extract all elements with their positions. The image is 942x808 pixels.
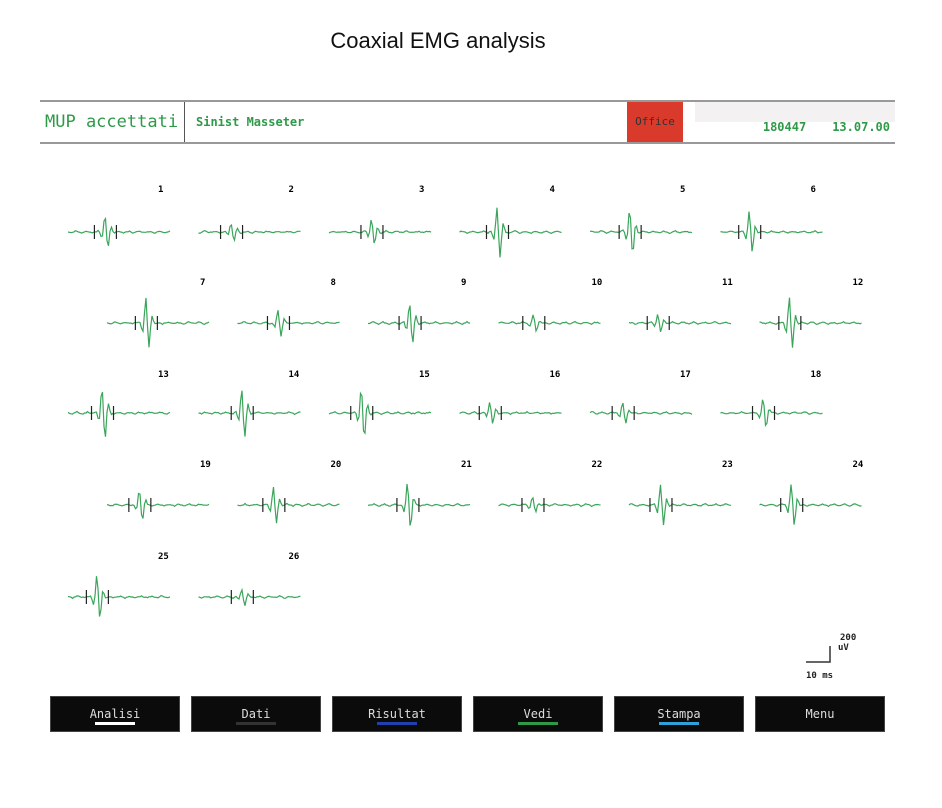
trace-number: 9 bbox=[461, 278, 466, 288]
scale-amplitude: 200 bbox=[840, 633, 857, 643]
trace-number: 7 bbox=[200, 278, 205, 288]
trace-number: 8 bbox=[331, 278, 336, 288]
time-stamp: 13.07.00 bbox=[832, 120, 890, 134]
button-label: Menu bbox=[805, 707, 835, 721]
info-panel bbox=[695, 102, 895, 122]
button-underline bbox=[658, 722, 700, 725]
trace-number: 23 bbox=[722, 460, 733, 470]
mup-waveform bbox=[498, 496, 601, 514]
button-label: Stampa bbox=[657, 707, 701, 721]
button-analisi[interactable]: Analisi bbox=[50, 696, 180, 732]
button-stampa[interactable]: Stampa bbox=[614, 696, 744, 732]
trace-number: 18 bbox=[811, 370, 822, 380]
mup-waveform bbox=[589, 402, 693, 424]
mup-waveform bbox=[237, 310, 340, 337]
trace-number: 3 bbox=[419, 185, 424, 195]
trace-number: 19 bbox=[200, 460, 211, 470]
patient-id: 180447 bbox=[762, 120, 807, 134]
button-underline bbox=[517, 722, 559, 725]
mup-waveform bbox=[198, 587, 301, 606]
trace-number: 25 bbox=[158, 552, 169, 562]
mup-waveform bbox=[759, 297, 862, 348]
button-label: Dati bbox=[241, 707, 271, 721]
mup-waveform bbox=[198, 390, 301, 437]
button-underline bbox=[376, 722, 418, 725]
figure-caption: Coaxial EMG analysis bbox=[330, 28, 546, 53]
trace-number: 14 bbox=[289, 370, 300, 380]
trace-number: 15 bbox=[419, 370, 430, 380]
trace-number: 20 bbox=[331, 460, 342, 470]
trace-number: 6 bbox=[811, 185, 816, 195]
trace-number: 17 bbox=[680, 370, 691, 380]
mup-waveform bbox=[459, 207, 562, 258]
button-label: Risultat bbox=[368, 707, 426, 721]
mup-waveform bbox=[368, 305, 471, 343]
button-underline bbox=[799, 722, 841, 725]
mup-waveform bbox=[67, 576, 171, 617]
trace-number: 1 bbox=[158, 185, 163, 195]
mup-waveform bbox=[459, 402, 562, 424]
trace-number: 10 bbox=[592, 278, 603, 288]
button-underline bbox=[235, 722, 277, 725]
header-bar: MUP accettati Sinist Masseter Office 180… bbox=[40, 100, 895, 144]
button-risultat[interactable]: Risultat bbox=[332, 696, 462, 732]
trace-number: 22 bbox=[592, 460, 603, 470]
trace-number: 2 bbox=[289, 185, 294, 195]
mup-waveform bbox=[106, 297, 210, 348]
scale-amplitude-unit: uV bbox=[838, 643, 849, 653]
mup-waveform bbox=[328, 391, 432, 435]
mup-waveform bbox=[628, 314, 732, 332]
button-vedi[interactable]: Vedi bbox=[473, 696, 603, 732]
button-label: Analisi bbox=[89, 707, 141, 721]
button-underline bbox=[94, 722, 136, 725]
mup-waveform bbox=[67, 216, 171, 246]
trace-number: 13 bbox=[158, 370, 169, 380]
mup-waveform bbox=[720, 399, 823, 427]
mup-waveform bbox=[498, 314, 601, 333]
scale-time: 10 ms bbox=[806, 671, 834, 681]
mup-waveform bbox=[237, 487, 340, 524]
mup-waveform bbox=[720, 211, 823, 252]
mup-waveform bbox=[67, 391, 171, 437]
trace-number: 11 bbox=[722, 278, 733, 288]
button-menu[interactable]: Menu bbox=[755, 696, 885, 732]
trace-number: 26 bbox=[289, 552, 300, 562]
mup-waveform bbox=[759, 484, 862, 525]
trace-number: 5 bbox=[680, 185, 685, 195]
status-badge: Office bbox=[627, 102, 683, 142]
mup-waveform bbox=[198, 223, 301, 243]
trace-number: 24 bbox=[853, 460, 864, 470]
button-label: Vedi bbox=[523, 707, 553, 721]
mup-waveform bbox=[106, 492, 210, 519]
mup-waveform bbox=[328, 219, 432, 244]
muscle-name: Sinist Masseter bbox=[196, 115, 305, 129]
trace-number: 21 bbox=[461, 460, 472, 470]
divider bbox=[184, 102, 185, 142]
mup-waveform bbox=[628, 484, 732, 526]
screen-title: MUP accettati bbox=[45, 112, 179, 132]
button-dati[interactable]: Dati bbox=[191, 696, 321, 732]
trace-number: 16 bbox=[550, 370, 561, 380]
trace-number: 12 bbox=[853, 278, 864, 288]
trace-number: 4 bbox=[550, 185, 556, 195]
